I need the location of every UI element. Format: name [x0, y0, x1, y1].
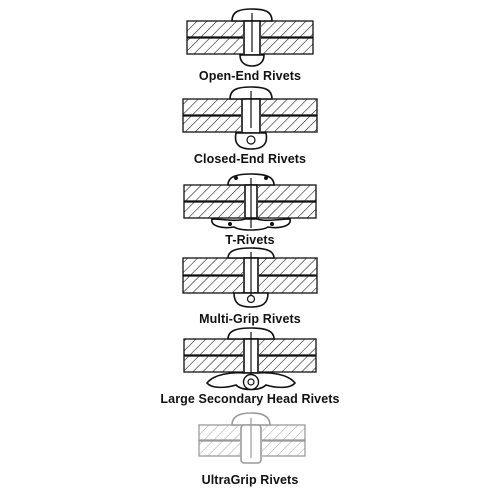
ultragrip-rivets-caption: UltraGrip Rivets [201, 473, 299, 487]
multi-grip-rivets-caption: Multi-Grip Rivets [199, 312, 301, 326]
closed-end-rivets-caption: Closed-End Rivets [193, 152, 307, 166]
ultragrip-rivet-body [231, 412, 271, 464]
closed-end-rivet-illustration [182, 86, 318, 150]
ultragrip-rivet-illustration [198, 412, 306, 464]
closed-end-rivet-body [229, 86, 273, 150]
open-end-rivet-illustration [186, 8, 314, 67]
large-secondary-head-rivet-body [205, 327, 297, 391]
multi-grip-rivet-body [227, 247, 275, 308]
large-secondary-head-rivet-illustration [183, 327, 317, 391]
t-rivets-caption: T-Rivets [225, 233, 275, 247]
open-end-rivets-caption: Open-End Rivets [198, 69, 302, 83]
t-rivet-illustration [183, 173, 317, 231]
large-secondary-head-rivets-caption: Large Secondary Head Rivets [160, 392, 340, 406]
t-rivet-body [211, 173, 291, 231]
open-end-rivet-body [231, 8, 273, 67]
multi-grip-rivet-illustration [182, 247, 318, 308]
